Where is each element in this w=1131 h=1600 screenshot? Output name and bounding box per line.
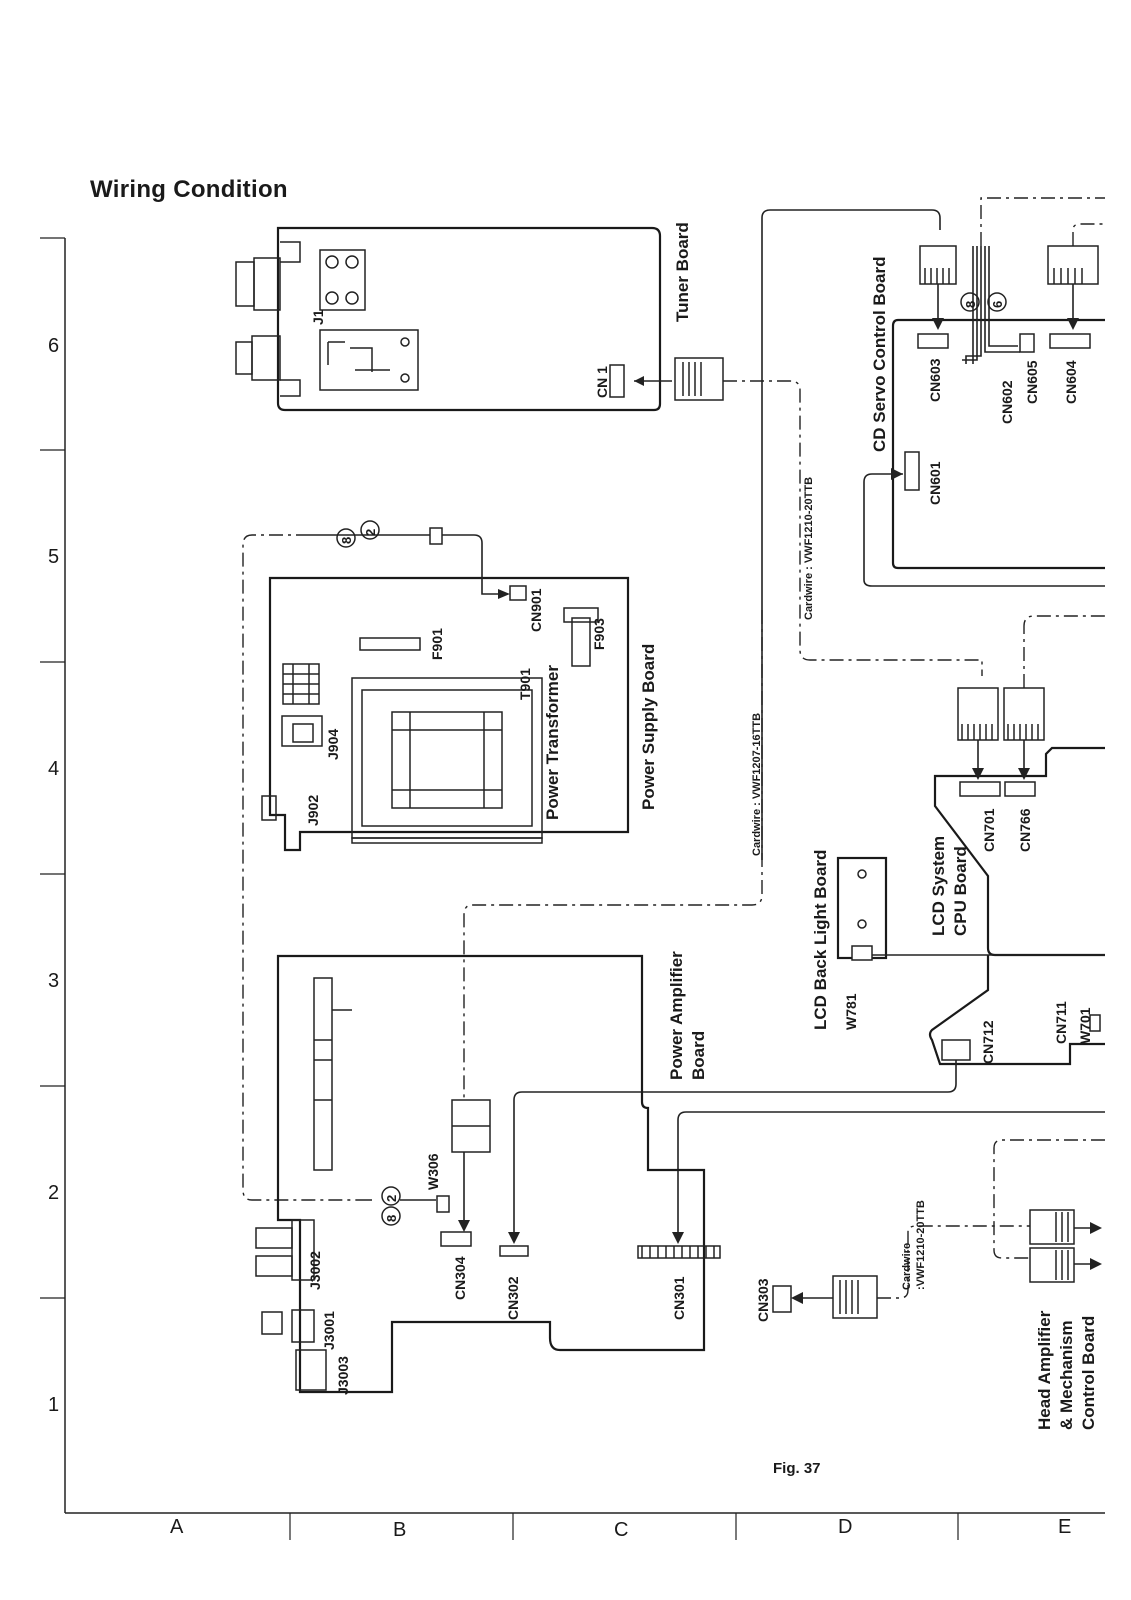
row-label: 4 — [48, 758, 59, 780]
row-label: 6 — [48, 335, 59, 357]
col-label: E — [1058, 1516, 1071, 1538]
head-amp-board — [993, 1139, 1105, 1283]
col-label: D — [838, 1516, 852, 1538]
figure-number: Fig. 37 — [773, 1460, 821, 1477]
grid-frame — [40, 237, 1105, 1540]
w306-label: W306 — [425, 1153, 441, 1190]
tuner-board-label: Tuner Board — [673, 222, 692, 322]
page-title: Wiring Condition — [90, 176, 288, 203]
power-supply-board — [261, 576, 630, 852]
marker-8: 8 — [384, 1215, 399, 1222]
marker-6: 6 — [990, 301, 1005, 308]
j3003-label: J3003 — [335, 1356, 351, 1395]
cn766-label: CN766 — [1017, 808, 1033, 852]
cardwire-tuner-label: Cardwire : VWF1210-20TTB — [803, 477, 815, 620]
cn603-label: CN603 — [927, 358, 943, 402]
j904-label: J904 — [325, 729, 341, 760]
j3002-label: J3002 — [307, 1251, 323, 1290]
marker-2: 2 — [363, 529, 378, 536]
cd-servo-board — [863, 197, 1105, 587]
cd-servo-board-label: CD Servo Control Board — [870, 256, 889, 452]
cn1-label: CN 1 — [594, 366, 610, 398]
cardwire-head-label-2: :VWF1210-20TTB — [915, 1200, 927, 1290]
cn601-label: CN601 — [927, 461, 943, 505]
power-supply-board-label: Power Supply Board — [639, 644, 658, 810]
power-amp-board — [255, 954, 792, 1394]
col-label: A — [170, 1516, 184, 1538]
cn302-label: CN302 — [505, 1276, 521, 1320]
cn604-label: CN604 — [1063, 360, 1079, 404]
head-amp-label-2: & Mechanism — [1057, 1320, 1076, 1430]
lcd-backlight-board — [836, 856, 1105, 961]
col-label: C — [614, 1519, 628, 1541]
marker-8: 8 — [339, 537, 354, 544]
lcd-cpu-label-2: CPU Board — [951, 846, 970, 936]
cn301-label: CN301 — [671, 1276, 687, 1320]
j3001-label: J3001 — [321, 1311, 337, 1350]
w781-label: W781 — [843, 993, 859, 1030]
marker-8: 8 — [963, 301, 978, 308]
j902-label: J902 — [305, 795, 321, 826]
cn303-label: CN303 — [755, 1278, 771, 1322]
cn711-label: CN711 — [1053, 1001, 1069, 1044]
row-label: 2 — [48, 1182, 59, 1204]
head-amp-label-3: Control Board — [1079, 1316, 1098, 1430]
lcd-backlight-board-label: LCD Back Light Board — [811, 850, 830, 1030]
row-label: 3 — [48, 970, 59, 992]
cn701-label: CN701 — [981, 808, 997, 852]
power-transformer-label: Power Transformer — [543, 665, 562, 820]
row-label: 1 — [48, 1394, 59, 1416]
cn605-label: CN605 — [1024, 360, 1040, 404]
t901-label: T901 — [517, 668, 533, 700]
f901-label: F901 — [429, 628, 445, 660]
tuner-board — [235, 226, 724, 412]
w701-label: W701 — [1077, 1007, 1093, 1044]
cn602-label: CN602 — [999, 380, 1015, 424]
f903-label: F903 — [591, 618, 607, 650]
lcd-cpu-board — [508, 615, 1105, 1244]
cn304-label: CN304 — [452, 1256, 468, 1300]
cardwire-head-label-1: Cardwire — [901, 1243, 913, 1290]
col-label: B — [393, 1519, 406, 1541]
power-amp-label-1: Power Amplifier — [667, 951, 686, 1080]
cn901-label: CN901 — [528, 588, 544, 632]
row-label: 5 — [48, 546, 59, 568]
lcd-cpu-label-1: LCD System — [929, 836, 948, 936]
power-amp-label-2: Board — [689, 1031, 708, 1080]
marker-2: 2 — [384, 1195, 399, 1202]
j1-label: J1 — [310, 309, 326, 325]
cn712-label: CN712 — [980, 1020, 996, 1064]
cardwire-amp-label: Cardwire : VWF1207-16TTB — [751, 713, 763, 856]
head-amp-label-1: Head Amplifier — [1035, 1310, 1054, 1430]
